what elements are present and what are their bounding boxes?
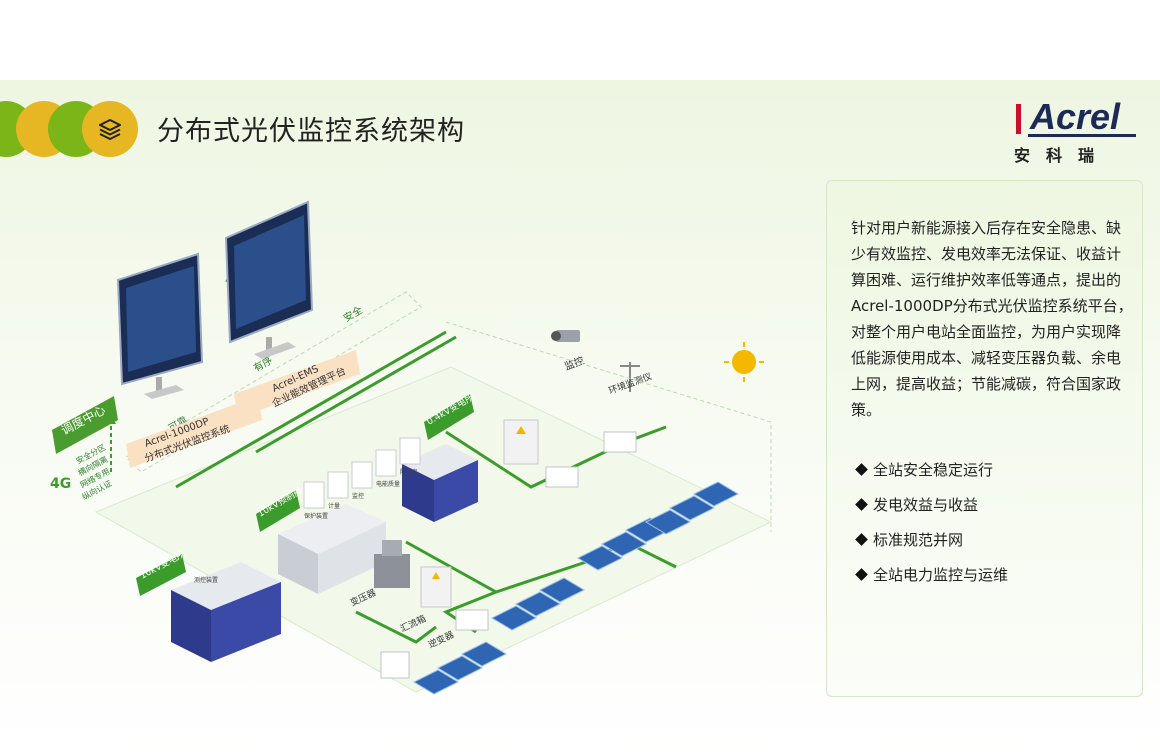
svg-text:防孤岛: 防孤岛 [400, 468, 418, 476]
bullet-text: 标准规范并网 [873, 531, 964, 549]
diamond-bullet-icon [855, 568, 868, 581]
list-item: 发电效益与收益 [855, 494, 1008, 529]
decorative-circles [0, 101, 148, 157]
inverter-units [380, 431, 637, 679]
benefits-list: 全站安全稳定运行 发电效益与收益 标准规范并网 全站电力监控与运维 [855, 459, 1009, 599]
solar-arrays [412, 481, 740, 695]
svg-text:监控: 监控 [352, 492, 364, 500]
monitor-acrel-ems [224, 200, 314, 359]
device-labels: 保护装置 计量 监控 电能质量 防孤岛 测控装置 [194, 468, 418, 584]
combiner-box [503, 419, 539, 465]
description-panel: 针对用户新能源接入后存在安全隐患、缺少有效监控、发电效率无法保证、收益计算困难、… [826, 180, 1143, 697]
svg-text:测控装置: 测控装置 [194, 576, 218, 584]
bullet-text: 发电效益与收益 [873, 496, 979, 514]
list-item: 全站安全稳定运行 [855, 459, 1008, 494]
page-title: 分布式光伏监控系统架构 [157, 116, 465, 147]
sun-icon [724, 342, 764, 382]
logo-underline [1028, 134, 1136, 137]
bullet-text: 全站电力监控与运维 [873, 566, 1009, 584]
prefab-cabinet [278, 504, 386, 594]
monitor-acrel-1000dp [116, 252, 204, 399]
dispatch-center: 调度中心 [52, 396, 118, 454]
weather-station-icon [620, 362, 640, 392]
net-4g-label: 4G [50, 476, 71, 492]
svg-text:保护装置: 保护装置 [304, 512, 328, 520]
description-text: 针对用户新能源接入后存在安全隐患、缺少有效监控、发电效率无法保证、收益计算困难、… [851, 219, 1133, 419]
slide-background: 分布式光伏监控系统架构 Acrel 安科瑞 有序 安全 可靠 [0, 80, 1160, 755]
dispatch-features: 安全分区 横向隔离 网络专用 纵向认证 [74, 442, 113, 502]
transformer [374, 540, 410, 588]
logo-red-bar [1016, 104, 1021, 134]
svg-text:电能质量: 电能质量 [376, 480, 400, 488]
network-band [125, 291, 422, 473]
svg-text:计量: 计量 [328, 502, 340, 510]
band-label: 安全 [341, 303, 365, 324]
diamond-bullet-icon [855, 533, 868, 546]
logo-brand: Acrel [1030, 96, 1121, 137]
layers-icon-badge [82, 101, 138, 157]
company-logo: Acrel 安科瑞 [1012, 96, 1142, 166]
monitor-label-plate [234, 350, 360, 418]
boundary-wall [445, 321, 772, 532]
layers-icon [99, 119, 121, 140]
list-item: 标准规范并网 [855, 529, 1008, 564]
04kv-station-building [402, 444, 478, 522]
diamond-bullet-icon [855, 463, 868, 476]
list-item: 全站电力监控与运维 [855, 564, 1009, 599]
diamond-bullet-icon [855, 498, 868, 511]
camera-label: 监控 [563, 354, 586, 373]
architecture-diagram: 有序 安全 可靠 Acrel-1000DP 分布式光伏监控系统 [50, 200, 773, 695]
camera-icon [551, 330, 580, 342]
monitor-label-plate [126, 396, 262, 468]
bullet-text: 全站安全稳定运行 [873, 461, 994, 479]
10kv-station-building [171, 562, 281, 662]
combiner-box [420, 566, 452, 608]
device-row [303, 437, 421, 509]
logo-cn-text: 安科瑞 [1014, 146, 1111, 165]
